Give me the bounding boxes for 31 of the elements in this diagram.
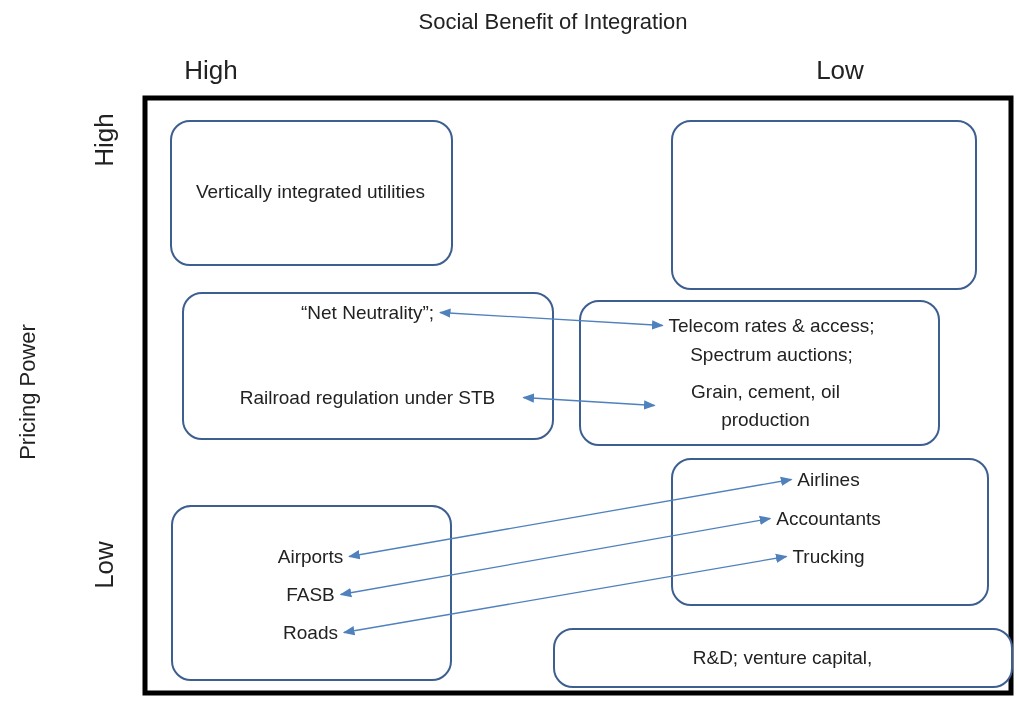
- axis-title: Social Benefit of Integration: [418, 9, 688, 35]
- item-text: Grain, cement, oil production: [660, 377, 871, 434]
- double-arrow: [342, 553, 788, 636]
- item-text: Trucking: [792, 542, 865, 571]
- category-box: [553, 628, 1013, 688]
- axis-level-label: Low: [816, 54, 864, 86]
- item-text: “Net Neutrality”;: [301, 298, 434, 327]
- item-text: Airlines: [797, 465, 860, 494]
- double-arrow: [339, 515, 772, 598]
- item-text: Railroad regulation under STB: [217, 383, 518, 412]
- item-text: Telecom rates & access;: [668, 311, 875, 340]
- axis-level-label: High: [184, 54, 238, 86]
- category-box: [671, 120, 977, 290]
- item-text: Accountants: [776, 504, 881, 533]
- category-text: Vertically integrated utilities: [194, 179, 427, 204]
- axis-title: Pricing Power: [15, 324, 41, 460]
- category-box: [182, 292, 554, 440]
- axis-level-label: Low: [88, 541, 120, 589]
- category-box: [170, 120, 453, 266]
- item-text: Airports: [277, 542, 344, 571]
- item-text: Spectrum auctions;: [690, 340, 853, 369]
- category-text: R&D; venture capital,: [691, 645, 874, 670]
- axis-level-label: High: [88, 113, 120, 167]
- item-text: FASB: [286, 580, 335, 609]
- double-arrow: [438, 308, 664, 330]
- double-arrow: [348, 476, 793, 560]
- item-text: Roads: [283, 618, 338, 647]
- double-arrow: [522, 393, 656, 410]
- category-box: [171, 505, 452, 681]
- category-box: [671, 458, 989, 606]
- category-box: [579, 300, 940, 446]
